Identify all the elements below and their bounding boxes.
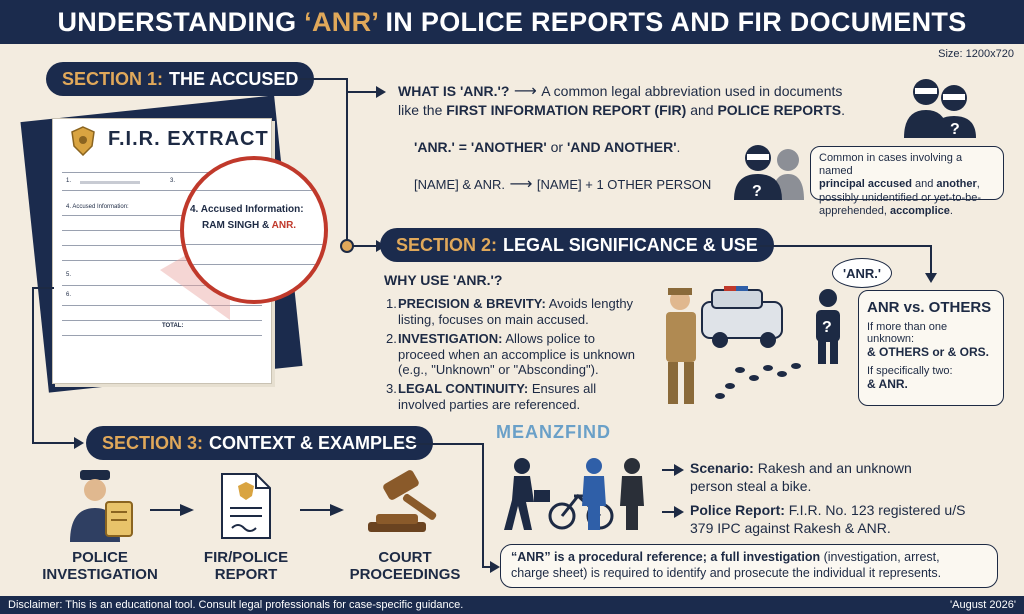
anr-definition: 'ANR.' = 'ANOTHER' or 'AND ANOTHER'. bbox=[414, 139, 681, 155]
anr-mapping: [NAME] & ANR. ⟶ [NAME] + 1 OTHER PERSON bbox=[414, 176, 712, 193]
header-bar: UNDERSTANDING ‘ANR’ IN POLICE REPORTS AN… bbox=[0, 0, 1024, 44]
magnifier-field-label: 4. Accused Information: bbox=[190, 204, 304, 215]
arrow-down-icon bbox=[925, 273, 937, 283]
connector bbox=[32, 287, 54, 289]
connector bbox=[346, 91, 376, 93]
police-report-text: Police Report: F.I.R. No. 123 registered… bbox=[690, 502, 966, 536]
why-use-anr-heading: WHY USE 'ANR.'? bbox=[384, 272, 503, 288]
accused-and-unknown-icon: ? bbox=[734, 145, 804, 200]
disclaimer-text: Disclaimer: This is an educational tool.… bbox=[8, 599, 464, 611]
magnifier-row bbox=[184, 264, 324, 265]
fir-row bbox=[62, 260, 262, 261]
anr-vs-others-title: ANR vs. OTHERS bbox=[867, 299, 992, 316]
arrow-right-icon bbox=[674, 506, 684, 518]
fir-row bbox=[62, 305, 262, 306]
masked-suspects-icon: ? bbox=[904, 79, 976, 138]
connector bbox=[300, 78, 348, 80]
magnifier-accused-name: RAM SINGH & ANR. bbox=[202, 220, 297, 231]
fir-field-line bbox=[80, 181, 140, 184]
arrow-right-icon bbox=[330, 504, 344, 516]
connector bbox=[346, 78, 348, 246]
connector bbox=[300, 509, 332, 511]
accomplice-callout: Common in cases involving a named princi… bbox=[810, 146, 1004, 217]
section3-header: SECTION 3:CONTEXT & EXAMPLES bbox=[86, 426, 434, 460]
connector bbox=[32, 442, 74, 444]
svg-text:?: ? bbox=[752, 183, 762, 200]
connector bbox=[482, 443, 484, 567]
summary-box: “ANR” is a procedural reference; a full … bbox=[500, 544, 998, 588]
rule-text: If more than one unknown: bbox=[867, 321, 948, 345]
arrow-right-icon bbox=[490, 561, 500, 573]
rule-value: & ANR. bbox=[867, 377, 908, 391]
fir-field-label: 1. bbox=[66, 178, 72, 184]
connector bbox=[662, 511, 676, 513]
connector bbox=[930, 245, 932, 273]
footer-bar: Disclaimer: This is an educational tool.… bbox=[0, 596, 1024, 614]
connector bbox=[346, 245, 376, 247]
fir-report-document-icon bbox=[221, 473, 271, 539]
connector bbox=[404, 443, 484, 445]
arrow-right-icon bbox=[376, 86, 386, 98]
what-is-anr: WHAT IS 'ANR.'? ⟶ A common legal abbrevi… bbox=[398, 83, 846, 119]
fir-total-label: TOTAL: bbox=[162, 323, 184, 329]
police-investigation-icon bbox=[70, 470, 133, 542]
svg-text:?: ? bbox=[950, 121, 960, 138]
fir-field-label: 3. bbox=[170, 178, 176, 184]
arrow-right-icon bbox=[674, 464, 684, 476]
arrow-right-icon bbox=[74, 437, 84, 449]
magnifier-lens: 4. Accused Information: RAM SINGH & ANR. bbox=[180, 156, 328, 304]
connector bbox=[482, 566, 492, 568]
fir-row bbox=[62, 230, 262, 231]
footer-date: 'August 2026' bbox=[950, 599, 1016, 611]
size-note: Size: 1200x720 bbox=[938, 48, 1014, 60]
anr-speech-bubble: 'ANR.' bbox=[832, 258, 892, 288]
fir-field-label: 4. Accused Information: bbox=[66, 204, 129, 210]
connector bbox=[662, 469, 676, 471]
fir-row bbox=[62, 320, 262, 321]
connector bbox=[32, 287, 34, 443]
fir-title: F.I.R. EXTRACT bbox=[108, 128, 269, 150]
fir-row bbox=[62, 245, 262, 246]
court-gavel-icon bbox=[368, 470, 437, 532]
fir-field-label: 5. bbox=[66, 272, 72, 278]
rule-text: If specifically two: bbox=[867, 365, 953, 377]
page-title: UNDERSTANDING ‘ANR’ IN POLICE REPORTS AN… bbox=[57, 6, 967, 37]
svg-text:?: ? bbox=[822, 319, 832, 336]
anr-vs-others-box: ANR vs. OTHERS If more than one unknown:… bbox=[858, 290, 1004, 406]
connector bbox=[756, 245, 932, 247]
magnifier-row bbox=[184, 244, 324, 245]
section2-header: SECTION 2:LEGAL SIGNIFICANCE & USE bbox=[380, 228, 774, 262]
magnifier-row bbox=[184, 190, 324, 191]
fir-row bbox=[62, 215, 262, 216]
fir-row bbox=[62, 285, 262, 286]
police-badge-icon bbox=[71, 126, 95, 156]
rule-value: & OTHERS or & ORS. bbox=[867, 345, 990, 359]
connector-dot bbox=[340, 239, 354, 253]
unknown-person-icon: ? bbox=[816, 289, 840, 364]
watermark: MEANZFIND bbox=[496, 422, 611, 442]
arrow-right-icon bbox=[180, 504, 194, 516]
fir-row bbox=[62, 190, 262, 191]
fir-row bbox=[62, 172, 262, 173]
fir-row bbox=[62, 335, 262, 336]
connector bbox=[150, 509, 182, 511]
bike-theft-scenario-icon bbox=[504, 458, 644, 530]
section1-header: SECTION 1:THE ACCUSED bbox=[46, 62, 315, 96]
police-officer-car-icon bbox=[666, 286, 801, 404]
fir-field-label: 6. bbox=[66, 292, 72, 298]
